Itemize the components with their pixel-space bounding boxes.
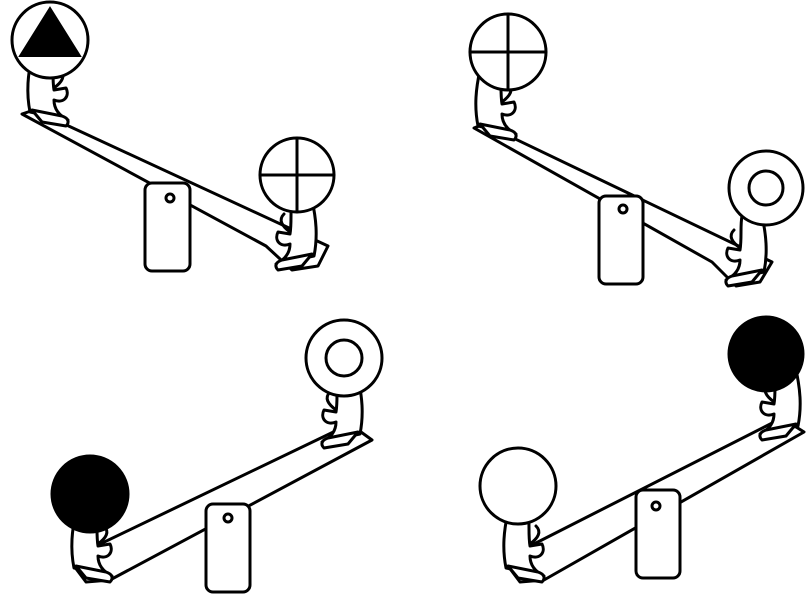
rider-lower [258, 136, 336, 272]
rider-upper [727, 315, 805, 442]
rider-upper [10, 0, 90, 128]
seesaw-pivot-post [143, 181, 192, 273]
seesaw-bottom-left [50, 318, 384, 594]
seesaw-pivot-post [204, 502, 252, 594]
rider-lower [724, 149, 805, 288]
ring-head-icon [727, 149, 805, 227]
seesaw-pivot-post [597, 194, 645, 286]
cross-circle-head-icon [468, 12, 548, 92]
rider-lower [478, 446, 558, 584]
seesaw-top-right [468, 12, 805, 288]
seesaw-top-left [10, 0, 336, 273]
ring-head-icon [304, 318, 384, 398]
rider-upper [304, 318, 384, 450]
black-circle-head-icon [50, 454, 130, 534]
seesaw-pivot-post [634, 488, 682, 580]
rider-upper [468, 12, 548, 142]
cross-circle-head-icon [258, 136, 336, 214]
white-circle-head-icon [478, 446, 558, 526]
seesaw-bottom-right [478, 315, 806, 584]
triangle-head-icon [10, 0, 90, 80]
rider-lower [50, 454, 130, 584]
black-circle-head-icon [727, 315, 805, 393]
